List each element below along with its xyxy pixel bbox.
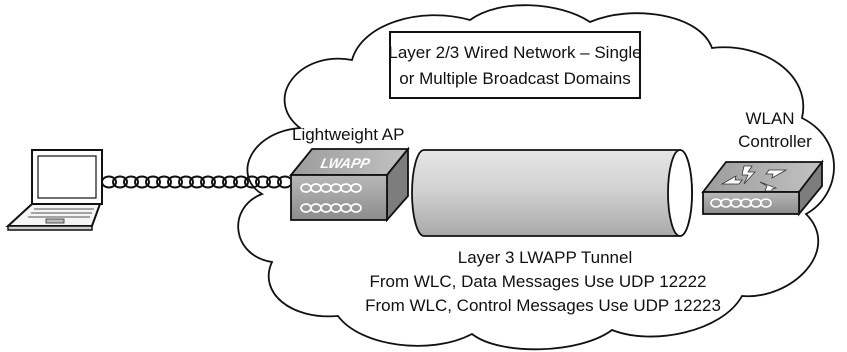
lwapp-badge: LWAPP [319, 155, 372, 171]
tunnel-label-line2: From WLC, Data Messages Use UDP 12222 [370, 272, 707, 291]
network-label-box: Layer 2/3 Wired Network – Single or Mult… [388, 31, 642, 99]
tunnel-label-line1: Layer 3 LWAPP Tunnel [458, 248, 633, 267]
network-label-line1: Layer 2/3 Wired Network – Single [388, 43, 641, 62]
controller-label-line1: WLAN [745, 109, 794, 128]
lightweight-ap-icon: LWAPP [289, 146, 410, 223]
laptop-icon [5, 149, 103, 231]
network-label-line2: or Multiple Broadcast Domains [399, 69, 630, 88]
controller-label-line2: Controller [738, 132, 812, 151]
lwapp-tunnel [411, 149, 693, 237]
wireless-link [101, 175, 293, 189]
tunnel-label-line3: From WLC, Control Messages Use UDP 12223 [365, 296, 721, 315]
wlan-controller-icon [701, 159, 824, 217]
access-point-label: Lightweight AP [292, 125, 404, 144]
